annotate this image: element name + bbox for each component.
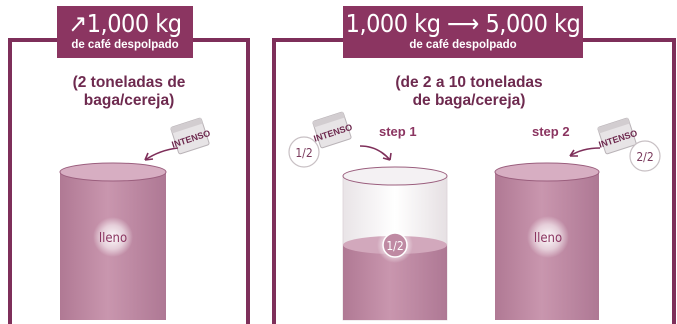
right-tank1-label: 1/2 bbox=[386, 239, 403, 253]
step2-arrow bbox=[569, 147, 601, 157]
right-caption-line2: de baga/cereja) bbox=[412, 92, 526, 109]
pack-one: INTENSO bbox=[312, 111, 354, 149]
pack1-badge bbox=[288, 136, 320, 168]
right-tank-full: lleno bbox=[494, 162, 600, 320]
pack2-badge-text: 2/2 bbox=[636, 150, 653, 164]
step2-label: step 2 bbox=[532, 124, 570, 139]
left-tank-label: lleno bbox=[99, 231, 127, 246]
right-banner-main: 1,000 kg ⟶ 5,000 kg bbox=[345, 9, 581, 38]
left-banner: ↗1,000 kg de café despolpado bbox=[57, 6, 193, 58]
lleno-glow bbox=[93, 217, 133, 257]
left-banner-main: ↗1,000 kg bbox=[68, 9, 182, 38]
left-banner-sub: de café despolpado bbox=[71, 39, 179, 51]
right-banner: 1,000 kg ⟶ 5,000 kg de café despolpado bbox=[343, 6, 583, 58]
left-coffee-pack: INTENSO bbox=[170, 117, 212, 155]
left-arrow bbox=[144, 147, 179, 161]
pack2-badge bbox=[629, 140, 661, 172]
right-tank2-label: lleno bbox=[534, 231, 562, 246]
right-banner-sub: de café despolpado bbox=[409, 39, 517, 51]
left-tank: lleno bbox=[59, 162, 167, 320]
left-caption-line1: (2 toneladas de bbox=[72, 74, 186, 91]
step1-label: step 1 bbox=[379, 124, 417, 139]
right-caption-line1: (de 2 a 10 toneladas bbox=[395, 74, 543, 91]
right-caption: (de 2 a 10 toneladas de baga/cereja) bbox=[362, 74, 576, 110]
right-tank-half: 1/2 bbox=[342, 166, 448, 321]
pack-two: INTENSO bbox=[597, 117, 639, 155]
left-caption-line2: baga/cereja) bbox=[83, 92, 175, 109]
step1-arrow bbox=[359, 145, 391, 161]
pack1-badge-text: 1/2 bbox=[295, 146, 312, 160]
left-caption: (2 toneladas de baga/cereja) bbox=[34, 74, 224, 110]
